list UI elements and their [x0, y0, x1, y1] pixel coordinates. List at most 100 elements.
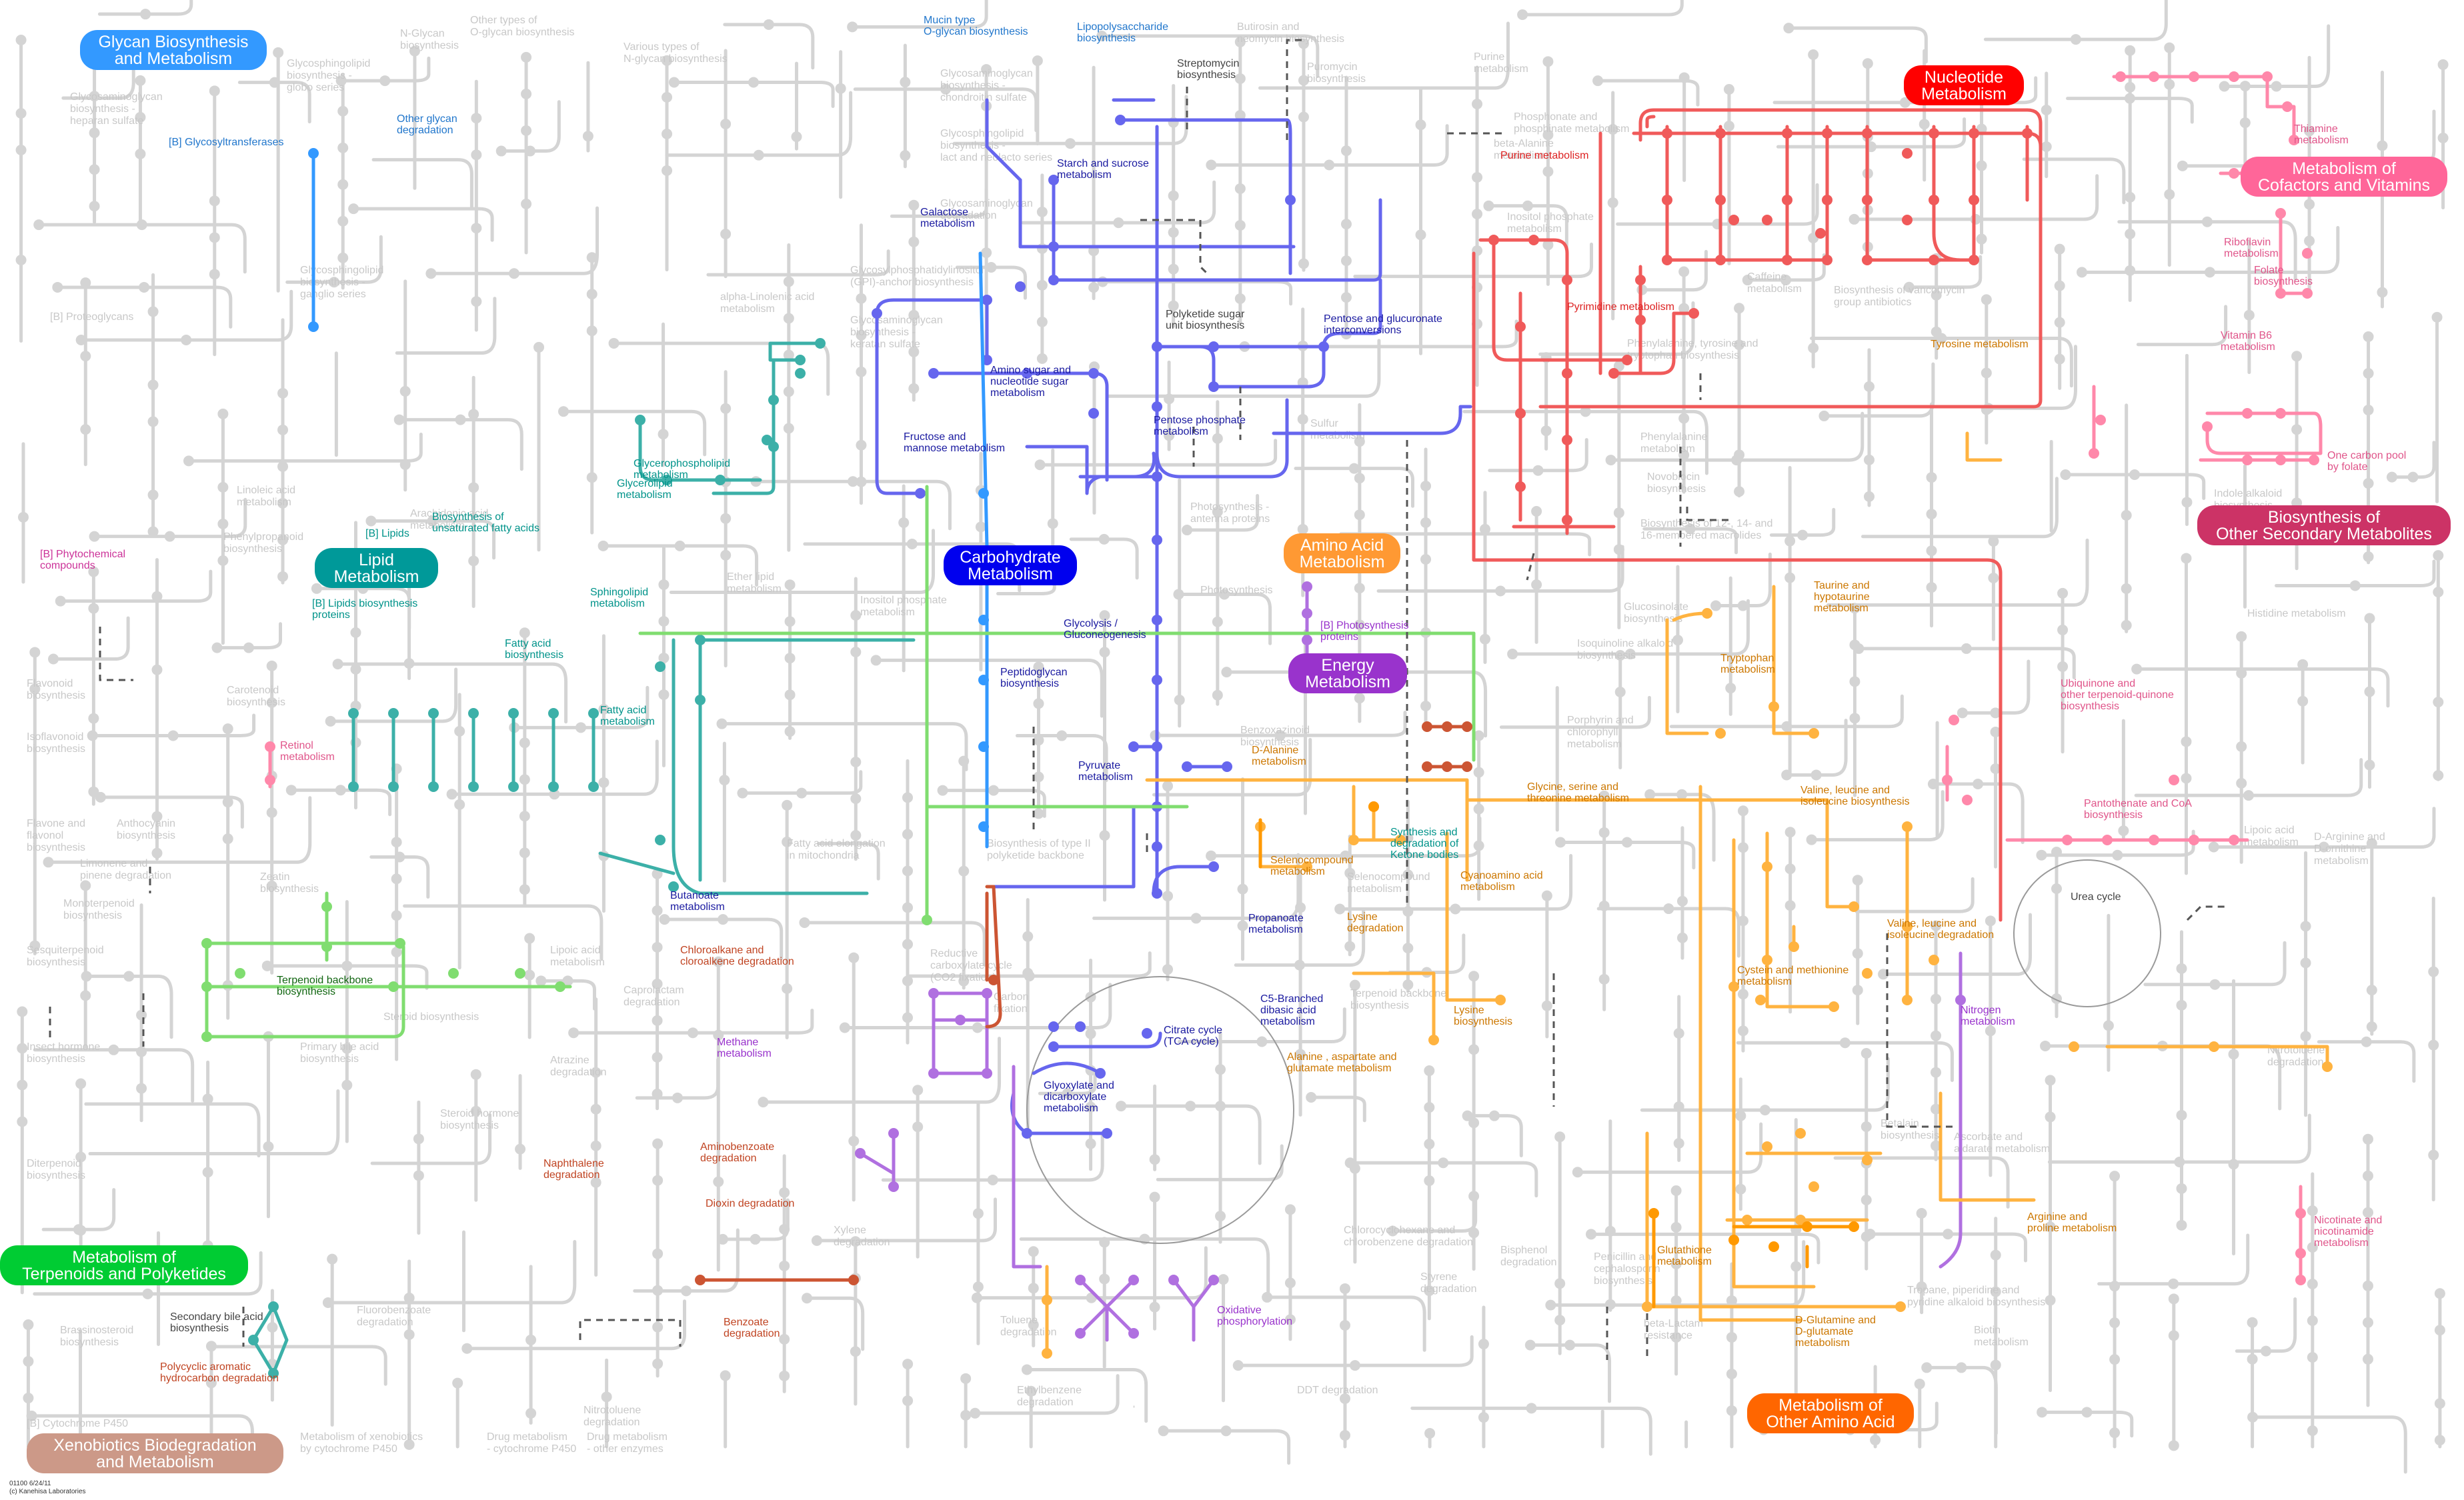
highlighted-compound-node[interactable] [1962, 795, 1973, 805]
compound-node[interactable] [1670, 1258, 1682, 1269]
pathway-edge[interactable] [706, 249, 890, 277]
highlighted-compound-node[interactable] [1488, 235, 1499, 245]
pathway-edge[interactable] [1931, 782, 2025, 845]
pathway-label[interactable]: Citrate cycle(TCA cycle) [1164, 1025, 1222, 1047]
compound-node[interactable] [2112, 849, 2123, 861]
compound-node[interactable] [720, 549, 732, 561]
compound-node[interactable] [2428, 1149, 2439, 1161]
compound-node[interactable] [2363, 1170, 2374, 1181]
compound-node[interactable] [981, 247, 992, 259]
highlighted-compound-node[interactable] [1368, 801, 1379, 812]
compound-node[interactable] [586, 325, 597, 337]
compound-node[interactable] [1298, 111, 1309, 123]
compound-node[interactable] [2051, 883, 2062, 895]
compound-node[interactable] [1234, 183, 1246, 194]
highlighted-compound-node[interactable] [1902, 215, 1913, 225]
highlighted-compound-node[interactable] [508, 708, 519, 719]
pathway-edge[interactable] [1176, 592, 1272, 645]
pathway-edge[interactable] [1961, 659, 2031, 715]
compound-node[interactable] [2176, 999, 2187, 1011]
highlighted-compound-node[interactable] [1822, 195, 1832, 205]
compound-node[interactable] [217, 518, 229, 529]
compound-node[interactable] [972, 1022, 983, 1033]
compound-node[interactable] [1462, 1110, 1473, 1121]
compound-node[interactable] [1931, 1140, 1942, 1151]
compound-node[interactable] [1783, 23, 1794, 34]
compound-node[interactable] [1981, 367, 1992, 379]
pathway-edge[interactable] [1486, 204, 1568, 251]
compound-node[interactable] [2236, 777, 2247, 789]
compound-node[interactable] [1878, 969, 1889, 980]
pathway-edge[interactable] [1776, 117, 1967, 149]
compound-node[interactable] [1916, 1281, 1927, 1293]
compound-node[interactable] [1780, 275, 1792, 286]
compound-node[interactable] [2243, 790, 2254, 801]
compound-node[interactable] [1354, 583, 1365, 594]
compound-node[interactable] [1580, 406, 1591, 417]
compound-node[interactable] [1673, 1138, 1684, 1149]
compound-node[interactable] [590, 1067, 601, 1078]
pathway-edge[interactable] [1038, 1069, 1097, 1095]
compound-node[interactable] [2125, 81, 2136, 93]
pathway-edge[interactable] [1609, 411, 1865, 462]
compound-node[interactable] [391, 873, 402, 885]
compound-node[interactable] [2176, 963, 2187, 974]
compound-node[interactable] [211, 642, 223, 653]
compound-node[interactable] [1297, 523, 1308, 535]
compound-node[interactable] [1861, 1195, 1872, 1206]
compound-node[interactable] [29, 940, 41, 951]
compound-node[interactable] [1737, 915, 1748, 927]
compound-node[interactable] [1726, 1405, 1737, 1416]
pathway-edge[interactable] [853, 87, 1038, 133]
pathway-edge[interactable] [1258, 21, 1510, 90]
compound-node[interactable] [48, 653, 59, 665]
compound-node[interactable] [782, 983, 793, 994]
compound-node[interactable] [1473, 767, 1484, 778]
highlighted-compound-node[interactable] [1895, 1301, 1906, 1312]
highlighted-compound-node[interactable] [1462, 721, 1472, 732]
pathway-edge[interactable] [1786, 26, 1928, 64]
highlighted-compound-node[interactable] [1755, 995, 1766, 1005]
pathway-edge[interactable] [1488, 438, 1588, 473]
compound-node[interactable] [2164, 42, 2175, 53]
pathway-edge[interactable] [881, 1131, 1104, 1182]
compound-node[interactable] [720, 1370, 731, 1381]
compound-node[interactable] [1988, 573, 1999, 584]
highlighted-compound-node[interactable] [1048, 1021, 1059, 1032]
compound-node[interactable] [1613, 507, 1624, 519]
compound-node[interactable] [2247, 1411, 2259, 1423]
compound-node[interactable] [1212, 616, 1223, 627]
highlighted-compound-node[interactable] [1152, 675, 1162, 685]
compound-node[interactable] [1234, 293, 1246, 304]
compound-node[interactable] [2297, 695, 2309, 707]
compound-node[interactable] [2307, 1242, 2318, 1253]
pathway-edge[interactable] [1410, 1406, 1652, 1456]
pathway-edge[interactable] [1038, 439, 1278, 467]
compound-node[interactable] [2437, 132, 2449, 143]
compound-node[interactable] [1670, 1185, 1682, 1196]
compound-node[interactable] [2131, 663, 2143, 675]
compound-node[interactable] [1607, 124, 1618, 135]
highlighted-compound-node[interactable] [1022, 368, 1032, 379]
compound-node[interactable] [1424, 1065, 1435, 1077]
pathway-edge[interactable] [1826, 538, 2089, 607]
highlighted-compound-node[interactable] [428, 781, 439, 792]
highlighted-compound-node[interactable] [268, 1368, 279, 1379]
pathway-edge[interactable] [2063, 473, 2206, 500]
compound-node[interactable] [1036, 206, 1048, 217]
pathway-label[interactable]: [B] Lipids [365, 528, 409, 539]
pathway-edge[interactable] [512, 685, 650, 729]
compound-node[interactable] [1479, 523, 1490, 535]
highlighted-edge[interactable] [1939, 1091, 2036, 1202]
highlighted-compound-node[interactable] [2069, 1041, 2079, 1052]
compound-node[interactable] [525, 1407, 537, 1419]
compound-node[interactable] [720, 403, 732, 414]
compound-node[interactable] [1022, 931, 1034, 942]
